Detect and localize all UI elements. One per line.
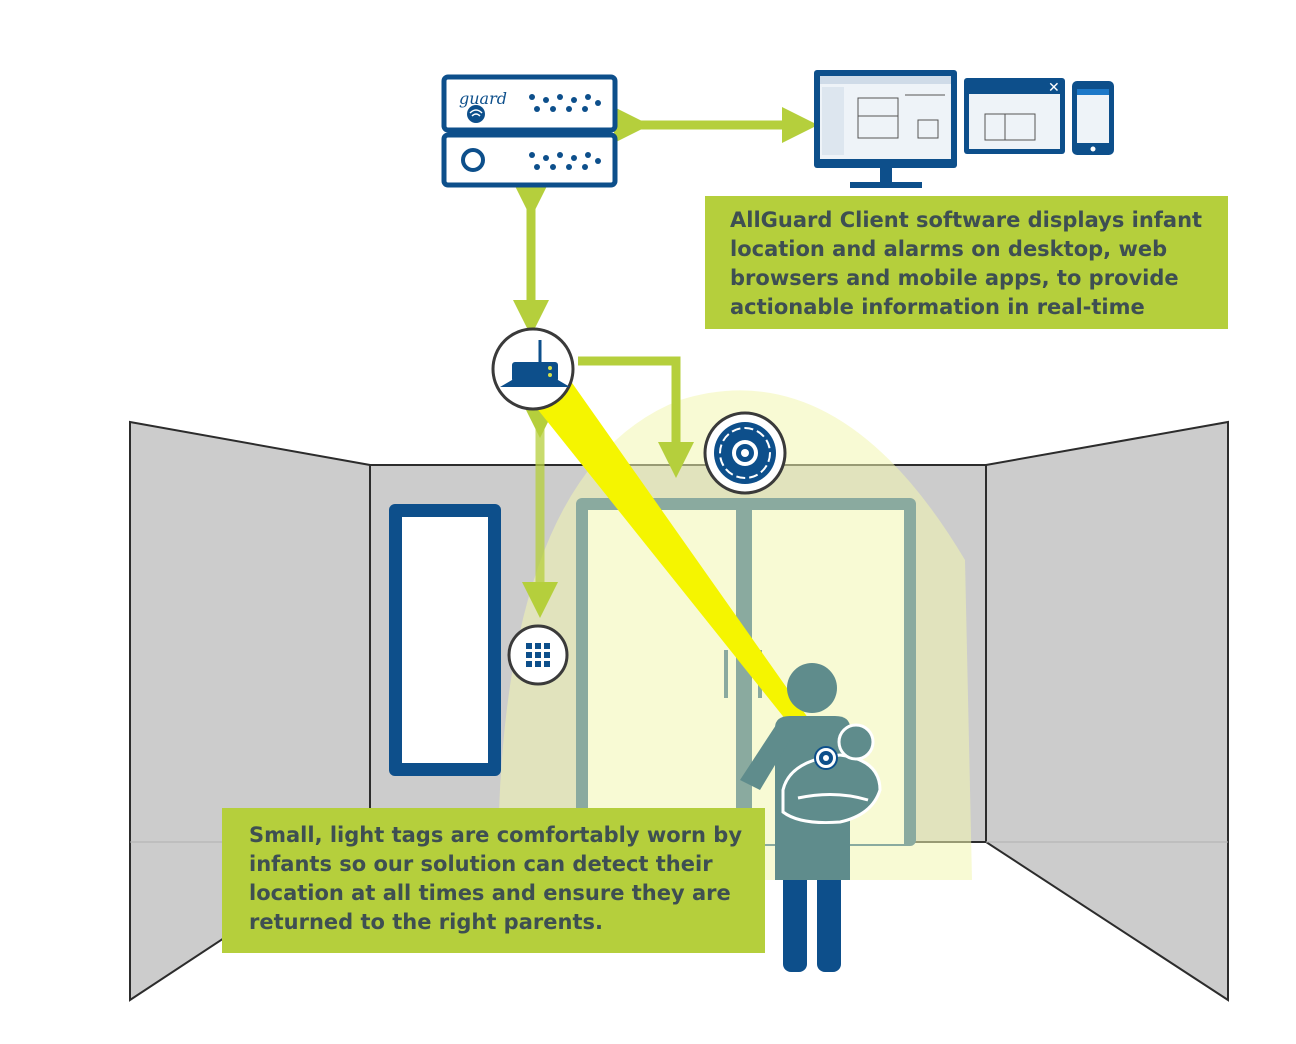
keypad-icon [507, 624, 569, 686]
software-callout: AllGuard Client software displays infant… [705, 196, 1228, 329]
reader-exciter-arrow [578, 356, 694, 478]
monitor-icon [814, 70, 957, 188]
tags-callout-text: Small, light tags are comfortably worn b… [249, 823, 743, 934]
smartphone-icon [1072, 81, 1114, 155]
infant-figure [781, 723, 882, 824]
right-wall [985, 420, 1229, 1002]
software-callout-text: AllGuard Client software displays infant… [730, 208, 1203, 319]
tags-callout: Small, light tags are comfortably worn b… [222, 808, 765, 953]
window-icon [389, 504, 501, 776]
browser-window-icon: ✕ [964, 78, 1065, 154]
exciter-icon [703, 411, 787, 495]
server-icon: guard [441, 74, 618, 188]
signal-beam [527, 380, 832, 760]
reader-icon [491, 327, 575, 411]
infant-tag-icon [814, 746, 838, 770]
brand-logo: guard [459, 89, 507, 108]
connection-arrows [513, 107, 818, 618]
close-icon: ✕ [1048, 80, 1060, 96]
